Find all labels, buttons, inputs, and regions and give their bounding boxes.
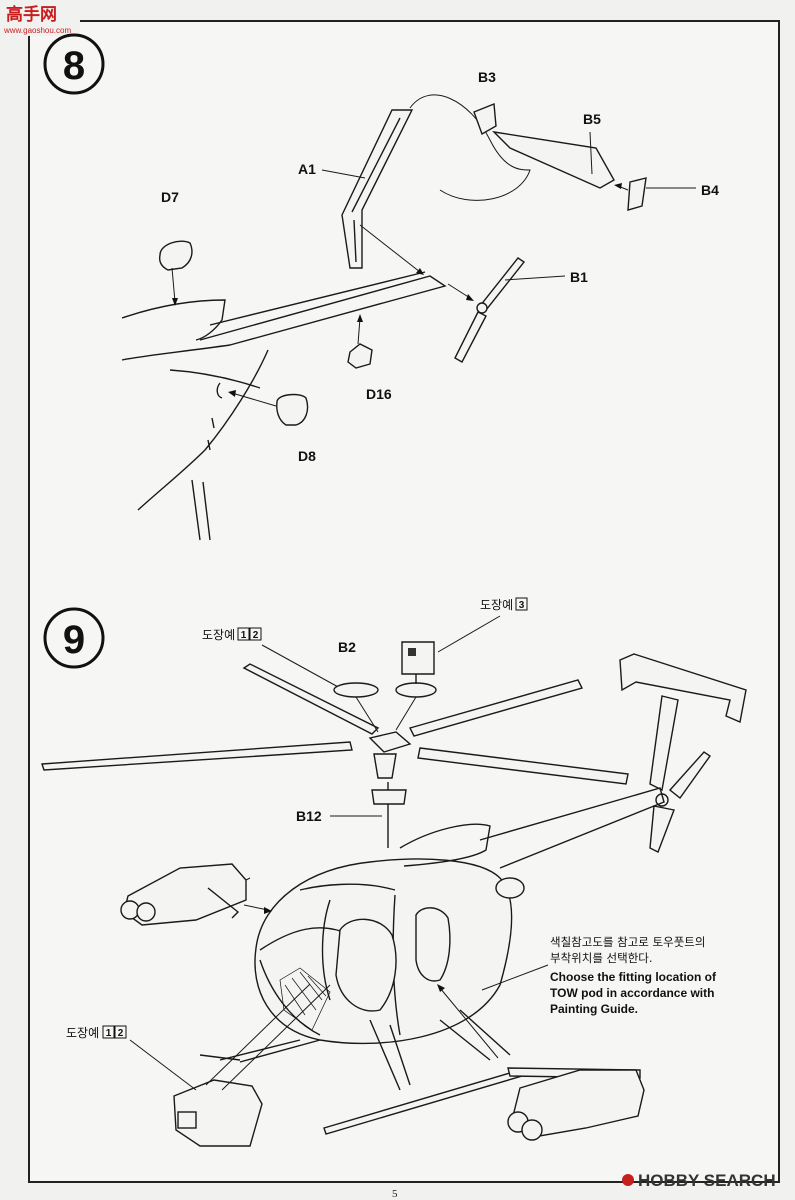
step-9-circle — [43, 607, 105, 669]
part-b12 — [371, 789, 407, 805]
part-d7 — [159, 240, 193, 271]
step-8: 8 D7 D8 D16 A1 — [43, 33, 719, 541]
skid-left — [323, 1069, 523, 1135]
site-logo: 高手网 www.gaoshou.com — [0, 0, 80, 36]
step-9: 9 도장예 1 2 도장예 3 B2 B12 — [41, 597, 747, 1147]
label-d8: D8 — [298, 448, 316, 464]
part-a1 — [341, 109, 414, 269]
part-b5 — [491, 130, 615, 189]
part-d8 — [276, 393, 309, 426]
part-b4 — [627, 177, 647, 211]
nose-sight — [173, 1079, 263, 1147]
tail-stabilizer — [619, 653, 747, 723]
label-a1: A1 — [298, 161, 316, 177]
rear-door-window — [415, 907, 451, 982]
note-en-line-1: Choose the fitting location of — [550, 970, 717, 984]
hobby-search-text: HOBBY SEARCH — [638, 1171, 776, 1190]
svg-text:1: 1 — [106, 1028, 112, 1039]
rotor-blade-back-left — [242, 663, 380, 735]
step-9-number: 9 — [63, 618, 85, 662]
note-en-line-2: TOW pod in accordance with — [550, 986, 714, 1000]
label-b3: B3 — [478, 69, 496, 85]
note-en-line-3: Painting Guide. — [550, 1002, 638, 1016]
rotor-blade-back-right — [408, 679, 584, 737]
cabin-door-window — [335, 918, 397, 1012]
label-b4: B4 — [701, 182, 719, 198]
svg-text:2: 2 — [253, 630, 259, 641]
label-d7: D7 — [161, 189, 179, 205]
label-b2: B2 — [338, 639, 356, 655]
site-logo-text: 高手网 — [6, 4, 57, 24]
part-b1-blade-b — [454, 311, 487, 363]
svg-text:2: 2 — [118, 1028, 124, 1039]
page-number: 5 — [392, 1188, 398, 1200]
tail-fin — [649, 695, 679, 792]
label-paint-ref-12: 도장예 — [202, 628, 235, 642]
part-b3 — [473, 103, 497, 136]
note-ko-line-1: 색칠참고도를 참고로 토우풋트의 — [550, 935, 705, 949]
part-d16 — [347, 343, 373, 369]
rotor-blade-left — [41, 741, 353, 771]
label-b12: B12 — [296, 808, 322, 824]
label-paint-ref-12-lower: 도장예 — [66, 1026, 99, 1040]
part-b2 — [333, 682, 379, 698]
tail-boom — [121, 275, 447, 361]
step-8-number: 8 — [63, 44, 85, 88]
part-b1-blade-a — [478, 257, 526, 311]
label-d16: D16 — [366, 386, 392, 402]
label-b1: B1 — [570, 269, 588, 285]
label-b5: B5 — [583, 111, 601, 127]
svg-text:3: 3 — [519, 600, 525, 611]
note-ko-line-2: 부착위치를 선택한다. — [550, 951, 653, 965]
svg-text:1: 1 — [241, 630, 247, 641]
step-8-circle — [43, 33, 105, 95]
label-paint-ref-3: 도장예 — [480, 598, 513, 612]
rotor-blade-right — [417, 747, 629, 785]
site-url: www.gaoshou.com — [3, 26, 71, 35]
mast-mounted-sight — [401, 641, 435, 675]
rotor-hub — [368, 731, 412, 753]
hobby-search-watermark: HOBBY SEARCH — [622, 1171, 776, 1190]
